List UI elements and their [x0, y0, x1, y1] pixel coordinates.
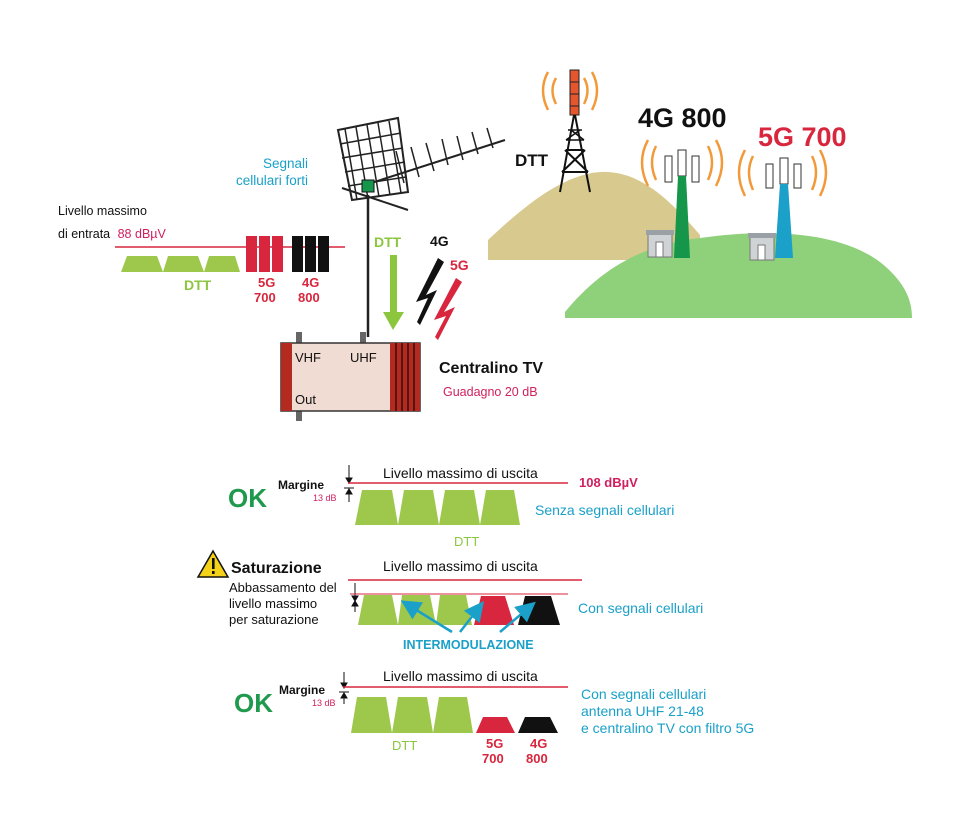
tower-4g	[640, 139, 724, 258]
5g-carrier	[474, 596, 514, 625]
panel2-max-output: Livello massimo di uscita	[383, 558, 538, 574]
input-level-prefix: di entrata	[58, 227, 110, 241]
dtt-carrier	[436, 595, 472, 625]
panel2-desc3: per saturazione	[229, 612, 319, 627]
tower-5g-label: 5G 700	[758, 122, 847, 152]
panel3-note3: e centralino TV con filtro 5G	[581, 720, 754, 736]
panel2-title: Saturazione	[231, 560, 322, 577]
intermod-arrows	[400, 600, 536, 634]
input-level-value: 88 dBµV	[118, 227, 167, 241]
panel2-intermod: INTERMODULAZIONE	[403, 638, 534, 652]
amp-gain: Guadagno 20 dB	[443, 385, 538, 399]
amp-out-label: Out	[295, 392, 316, 407]
panel1-margin-value: 13 dB	[313, 493, 337, 503]
dtt-carrier	[392, 697, 433, 733]
panel3-dtt: DTT	[392, 738, 417, 753]
panel1-ok: OK	[228, 483, 267, 513]
panel1-dtt: DTT	[454, 534, 479, 549]
amp-vhf-label: VHF	[295, 350, 321, 365]
dtt-carrier	[355, 490, 398, 525]
amp-title: Centralino TV	[439, 360, 543, 377]
dtt-carrier	[480, 490, 520, 525]
panel3-note1: Con segnali cellulari	[581, 686, 706, 702]
input-spectrum	[121, 236, 329, 272]
panel1-margin-label: Margine	[278, 478, 324, 492]
panel3-margin-value: 13 dB	[312, 698, 336, 708]
panel3-spectrum	[351, 697, 558, 733]
5g-carrier	[272, 236, 283, 272]
warning-icon	[196, 549, 230, 578]
dtt-carrier	[121, 256, 163, 272]
antenna	[336, 116, 506, 337]
amp-uhf-label: UHF	[350, 350, 377, 365]
sand-hill	[488, 171, 700, 260]
panel2-desc1: Abbassamento del	[229, 580, 337, 595]
dtt-carrier	[163, 256, 204, 272]
dtt-carrier	[204, 256, 240, 272]
panel2-desc2: livello massimo	[229, 596, 317, 611]
4g-carrier	[318, 236, 329, 272]
5g-carrier	[259, 236, 270, 272]
arrow-4g-label: 4G	[430, 233, 449, 249]
panel3-margin-indicator	[339, 672, 349, 704]
panel2-spectrum	[358, 595, 560, 625]
lightning-4g-icon	[416, 258, 444, 325]
spectrum-dtt-label: DTT	[184, 277, 212, 293]
dtt-tower	[541, 69, 599, 193]
panel1-note: Senza segnali cellulari	[535, 502, 674, 518]
dtt-carrier	[351, 697, 392, 733]
tower-dtt-label: DTT	[515, 151, 549, 170]
panel3-5g-band: 700	[482, 751, 504, 766]
lightning-5g-icon	[434, 278, 462, 340]
cellular-strong-line2: cellulari forti	[236, 173, 308, 188]
dtt-carrier	[433, 697, 473, 733]
dtt-carrier	[439, 490, 480, 525]
panel2-note: Con segnali cellulari	[578, 600, 703, 616]
panel3-margin-label: Margine	[279, 683, 325, 697]
panel1-margin-indicator	[344, 465, 354, 502]
panel3-4g-band: 800	[526, 751, 548, 766]
5g-carrier	[246, 236, 257, 272]
amplifier	[280, 332, 421, 421]
spectrum-5g-band: 700	[254, 290, 276, 305]
panel3-max-output: Livello massimo di uscita	[383, 668, 538, 684]
dtt-down-arrow	[383, 255, 404, 330]
4g-carrier	[292, 236, 303, 272]
input-level-line1: Livello massimo	[58, 204, 147, 218]
panel3-4g: 4G	[530, 736, 547, 751]
arrow-dtt-label: DTT	[374, 234, 402, 250]
input-level-line2: di entrata 88 dBµV	[58, 227, 166, 241]
panel1-spectrum	[355, 490, 520, 525]
spectrum-4g-label: 4G	[302, 275, 319, 290]
panel1-max-output: Livello massimo di uscita	[383, 465, 538, 481]
4g-carrier	[518, 717, 558, 733]
panel3-note2: antenna UHF 21-48	[581, 703, 704, 719]
dtt-carrier	[358, 595, 398, 625]
panel3-ok: OK	[234, 688, 273, 718]
spectrum-4g-band: 800	[298, 290, 320, 305]
tower-4g-label: 4G 800	[638, 103, 727, 133]
dtt-carrier	[398, 490, 439, 525]
panel1-level-value: 108 dBµV	[579, 475, 638, 490]
5g-carrier	[476, 717, 515, 733]
arrow-5g-label: 5G	[450, 257, 469, 273]
4g-carrier	[305, 236, 316, 272]
panel2-margin-indicator	[351, 583, 359, 612]
panel3-5g: 5G	[486, 736, 503, 751]
tower-5g	[737, 149, 828, 261]
spectrum-5g-label: 5G	[258, 275, 275, 290]
cellular-strong-line1: Segnali	[263, 156, 308, 171]
landscape	[488, 171, 912, 318]
